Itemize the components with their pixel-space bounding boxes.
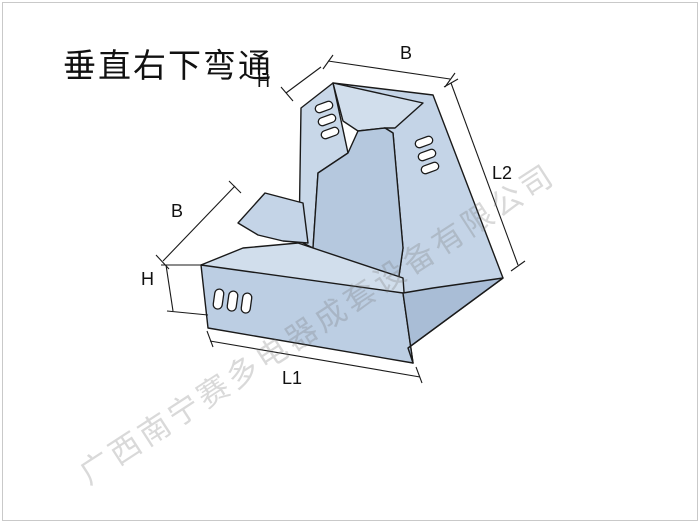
dimension-label-b-top: B <box>400 43 413 63</box>
tray-elbow-drawing <box>155 54 526 384</box>
right-end-wall <box>402 277 504 364</box>
slot-right-2 <box>417 148 437 162</box>
slot-left-2 <box>226 290 239 312</box>
dimension-label-l1: L1 <box>282 368 303 388</box>
dimension-label-h-left: H <box>141 269 154 289</box>
slot-left-3 <box>240 292 253 314</box>
bottom-flange <box>237 192 309 244</box>
dimension-label-b-left: B <box>171 201 184 221</box>
slot-right-3 <box>420 161 440 175</box>
page-title: 垂直右下弯通 <box>63 46 273 85</box>
slot-left-1 <box>212 288 225 310</box>
slot-right-1 <box>414 135 434 149</box>
dimension-label-h-top: H <box>257 71 270 91</box>
slot-top-1 <box>314 100 334 114</box>
slot-top-3 <box>320 126 340 140</box>
slot-top-2 <box>317 113 337 127</box>
dimension-label-l2: L2 <box>492 163 513 183</box>
